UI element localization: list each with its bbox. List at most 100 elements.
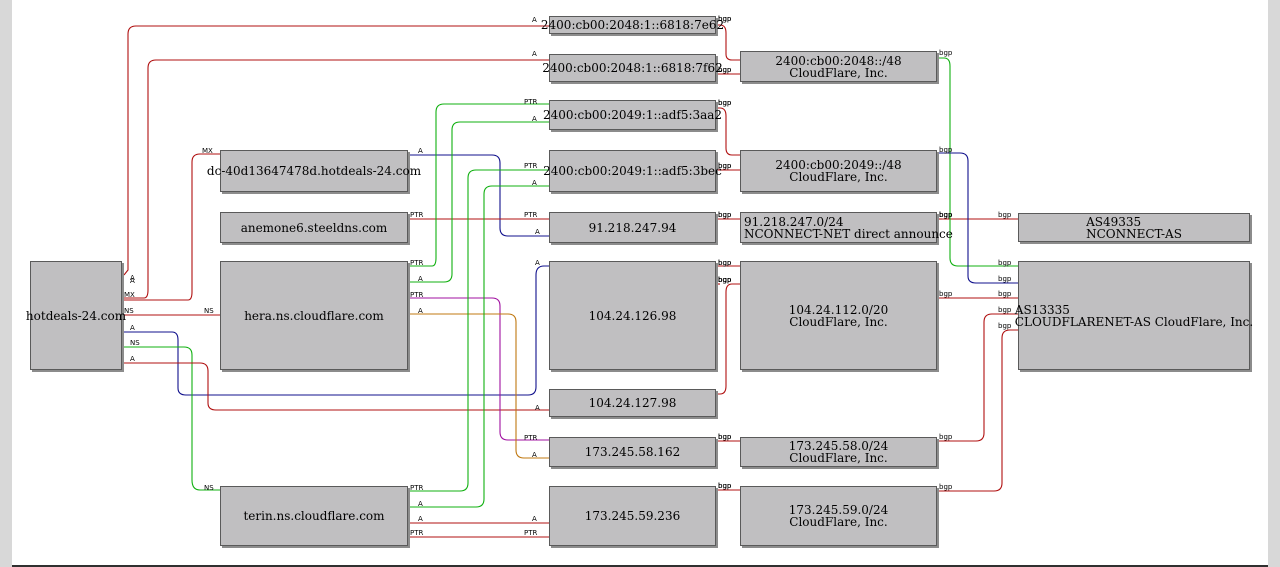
edge-label-head-30: bgp	[998, 306, 1012, 314]
edge-label-head-0: A	[532, 16, 537, 24]
edge-label-tail-2: MX	[124, 291, 135, 299]
edge-label-head-31: bgp	[998, 322, 1012, 330]
edge-label-tail-12: A	[418, 307, 423, 315]
edge-label-tail-18: bgp	[718, 66, 732, 74]
edge-label-head-9: PTR	[524, 98, 537, 106]
node-ip-7f62[interactable]: 2400:cb00:2048:1::6818:7f62	[542, 54, 723, 82]
node-ip-104-126[interactable]: 104.24.126.98	[549, 261, 716, 370]
edge-label-head-16: PTR	[524, 529, 537, 537]
node-ip-91[interactable]: 91.218.247.94	[549, 212, 716, 243]
node-ip-104-127[interactable]: 104.24.127.98	[549, 389, 716, 417]
node-net-2048-org: CloudFlare, Inc.	[789, 65, 888, 80]
node-ip-3aa2[interactable]: 2400:cb00:2049:1::adf5:3aa2	[543, 100, 722, 130]
edges-layer: AAAAMXMXNSNSAANSNSAAAAPTRPTRPTRPTRAAPTRP…	[123, 15, 1018, 538]
node-dc-host[interactable]: dc-40d13647478d.hotdeals-24.com	[207, 150, 421, 192]
node-net-173-58-org: CloudFlare, Inc.	[789, 451, 888, 465]
edge-ns-5	[124, 346, 220, 491]
node-net-104-prefix: 104.24.112.0/20	[788, 302, 889, 317]
node-ip-7e62[interactable]: 2400:cb00:2048:1::6818:7e62	[541, 16, 724, 34]
edge-label-head-21: bgp	[718, 211, 732, 219]
edge-label-head-18: bgp	[718, 66, 732, 74]
edge-label-tail-21: bgp	[718, 211, 732, 219]
edge-bgp-19	[716, 107, 740, 156]
node-hera[interactable]: hera.ns.cloudflare.com	[220, 261, 408, 370]
node-as13335-name: CLOUDFLARENET-AS CloudFlare, Inc.	[1014, 314, 1254, 329]
edge-mx-2	[124, 153, 220, 301]
edge-a-4	[124, 265, 549, 396]
node-net-2049-prefix: 2400:cb00:2049::/48	[775, 158, 902, 172]
node-as49335-name: NCONNECT-AS	[1086, 226, 1182, 241]
node-net-173-59-org: CloudFlare, Inc.	[789, 515, 888, 529]
edge-label-tail-5: NS	[130, 339, 140, 347]
edge-label-tail-26: bgp	[939, 211, 953, 219]
node-ip-104-126-label: 104.24.126.98	[588, 308, 677, 323]
node-ip-173-58[interactable]: 173.245.58.162	[549, 437, 716, 467]
edge-label-head-4: A	[535, 259, 540, 267]
node-net-91-org: NCONNECT-NET direct announce	[744, 226, 953, 241]
node-as49335-number: AS49335	[1086, 214, 1142, 229]
edge-label-tail-20: bgp	[718, 162, 732, 170]
edge-label-head-12: A	[532, 451, 537, 459]
edge-a-12	[408, 313, 549, 459]
edge-label-head-10: A	[532, 115, 537, 123]
node-anemone-label: anemone6.steeldns.com	[240, 220, 388, 235]
node-ip-173-59-label: 173.245.59.236	[584, 509, 681, 523]
edge-label-head-1: A	[532, 50, 537, 58]
edge-label-tail-1: A	[130, 277, 135, 285]
node-net-173-58-prefix: 173.245.58.0/24	[788, 439, 889, 453]
node-as13335-number: AS13335	[1014, 302, 1070, 317]
edge-label-tail-29: bgp	[939, 146, 953, 154]
node-ip-173-59[interactable]: 173.245.59.236	[549, 486, 716, 546]
edge-label-head-28: bgp	[998, 259, 1012, 267]
edge-label-tail-28: bgp	[939, 49, 953, 57]
edge-label-head-33: bgp	[939, 211, 953, 219]
edge-label-tail-23: bgp	[718, 276, 732, 284]
edge-ptr-13	[408, 169, 549, 492]
edge-label-head-23: bgp	[718, 276, 732, 284]
edge-label-tail-3: NS	[124, 307, 134, 315]
edge-label-tail-11: PTR	[410, 291, 423, 299]
edge-a-1	[124, 59, 549, 299]
node-ip-104-127-label: 104.24.127.98	[588, 396, 677, 410]
edge-label-head-2: MX	[202, 147, 213, 155]
node-anemone[interactable]: anemone6.steeldns.com	[220, 212, 408, 243]
edge-bgp-28	[937, 57, 1018, 267]
node-dc-host-label: dc-40d13647478d.hotdeals-24.com	[206, 164, 422, 178]
edge-label-head-24: bgp	[718, 433, 732, 441]
edge-label-tail-15: A	[418, 515, 423, 523]
edge-label-head-32: bgp	[718, 276, 732, 284]
edge-label-tail-7: A	[418, 147, 423, 155]
node-hotdeals-label: hotdeals-24.com	[25, 308, 127, 323]
node-net-91-prefix: 91.218.247.0/24	[744, 214, 844, 229]
node-ip-3aa2-label: 2400:cb00:2049:1::adf5:3aa2	[542, 108, 723, 122]
edge-label-head-15: A	[532, 515, 537, 523]
node-terin[interactable]: terin.ns.cloudflare.com	[220, 486, 408, 546]
edge-label-tail-27: bgp	[939, 290, 953, 298]
node-hotdeals[interactable]: hotdeals-24.com	[26, 261, 126, 370]
node-ip-173-58-label: 173.245.58.162	[584, 445, 681, 459]
edge-label-head-8: PTR	[524, 211, 537, 219]
node-ip-3bec-label: 2400:cb00:2049:1::adf5:3bec	[543, 164, 722, 178]
edge-label-tail-22: bgp	[718, 259, 732, 267]
edge-bgp-31	[937, 329, 1018, 492]
node-ip-7f62-label: 2400:cb00:2048:1::6818:7f62	[542, 61, 723, 75]
edge-label-tail-14: A	[418, 500, 423, 508]
edge-label-tail-25: bgp	[718, 482, 732, 490]
edge-label-head-11: PTR	[524, 434, 537, 442]
edge-label-tail-32: bgp	[718, 276, 732, 284]
node-terin-label: terin.ns.cloudflare.com	[243, 509, 385, 523]
edge-ptr-11	[408, 297, 549, 441]
node-ip-91-label: 91.218.247.94	[588, 220, 677, 235]
edge-label-head-13: PTR	[524, 162, 537, 170]
edge-label-head-19: bgp	[718, 99, 732, 107]
node-ip-3bec[interactable]: 2400:cb00:2049:1::adf5:3bec	[543, 150, 722, 192]
